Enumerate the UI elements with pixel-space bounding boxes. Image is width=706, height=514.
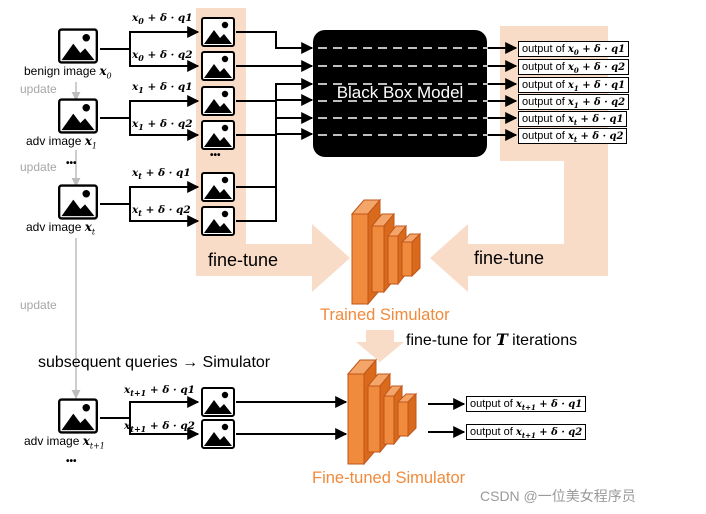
- ellipsis-dots: •••: [210, 150, 221, 161]
- image-icon: [58, 98, 98, 134]
- black-box-title: Black Box Model: [336, 83, 464, 102]
- fine-tuned-simulator-label: Fine-tuned Simulator: [312, 469, 466, 487]
- query-label: xt+1 + δ · q1: [124, 384, 195, 399]
- down-arrow-to-fine-tuned: [356, 330, 404, 362]
- trained-simulator-label: Trained Simulator: [320, 306, 450, 324]
- update-label: update: [20, 298, 57, 312]
- query-label: xt + δ · q1: [132, 167, 191, 182]
- image-icon: [201, 120, 235, 150]
- simulator-output-box: output of xt+1 + δ · q2: [466, 424, 587, 440]
- source-image-caption: benign image x0: [24, 64, 112, 81]
- fine-tune-right-label: fine-tune: [474, 248, 545, 268]
- source-image-caption: adv image xt: [26, 220, 96, 237]
- update-label: update: [20, 160, 57, 174]
- update-label: update: [20, 82, 57, 96]
- image-icon: [201, 206, 235, 236]
- fine-tune-left-label: fine-tune: [208, 250, 279, 270]
- image-icon: [201, 387, 235, 417]
- image-icon: [58, 28, 98, 64]
- output-box: output of xt + δ · q1: [518, 111, 628, 127]
- ellipsis-dots: •••: [66, 158, 77, 169]
- query-label: x0 + δ · q1: [132, 12, 193, 27]
- simulator-output-box: output of xt+1 + δ · q1: [466, 396, 587, 412]
- watermark: CSDN @一位美女程序员: [480, 488, 636, 504]
- source-image-caption: adv image x1: [26, 134, 97, 151]
- query-label: xt + δ · q2: [132, 204, 191, 219]
- image-icon: [58, 398, 98, 434]
- query-label: x1 + δ · q1: [132, 81, 193, 96]
- source-image-caption: adv image xt+1: [24, 434, 105, 451]
- image-icon: [58, 184, 98, 220]
- image-icon: [201, 419, 235, 449]
- image-icon: [201, 51, 235, 81]
- image-icon: [201, 172, 235, 202]
- ellipsis-dots: •••: [66, 456, 77, 467]
- fine-tuned-simulator-icon: [346, 358, 418, 466]
- output-box: output of x1 + δ · q2: [518, 94, 630, 110]
- left-fine-tune-arrow: [196, 224, 350, 292]
- trained-simulator-icon: [350, 198, 422, 306]
- image-icon: [201, 17, 235, 47]
- image-icon: [201, 86, 235, 116]
- subsequent-queries-label: subsequent queries → Simulator: [38, 354, 271, 371]
- query-label: xt+1 + δ · q2: [124, 420, 195, 435]
- fine-tune-iterations-label: fine-tune for T iterations: [406, 330, 578, 349]
- output-box: output of x0 + δ · q1: [518, 41, 630, 57]
- query-label: x0 + δ · q2: [132, 49, 193, 64]
- right-fine-tune-arrow: [430, 224, 608, 292]
- output-box: output of x1 + δ · q1: [518, 77, 630, 93]
- query-label: x1 + δ · q2: [132, 118, 193, 133]
- output-box: output of xt + δ · q2: [518, 128, 628, 144]
- output-box: output of x0 + δ · q2: [518, 59, 630, 75]
